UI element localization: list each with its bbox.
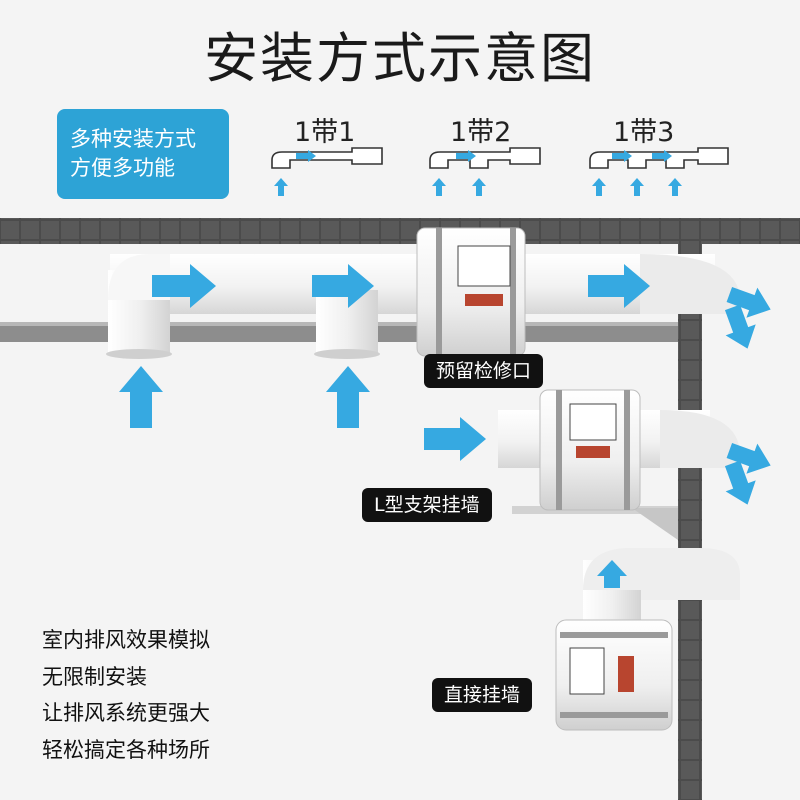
feature-badge: 多种安装方式 方便多功能	[57, 109, 229, 199]
config-label-1to3: 1带3	[613, 117, 675, 148]
mid-duct-elbow	[660, 410, 740, 468]
note-line-4: 轻松搞定各种场所	[42, 737, 210, 762]
l-bracket-tag: L型支架挂墙	[362, 488, 492, 522]
direct-wall-tag: 直接挂墙	[432, 678, 533, 712]
config-diagram-1to1	[271, 147, 383, 169]
note-line-3: 让排风系统更强大	[42, 701, 210, 725]
note-line-1: 室内排风效果模拟	[42, 628, 210, 652]
outlet-arrow-4	[724, 460, 756, 505]
feature-notes: 室内排风效果模拟 无限制安装 让排风系统更强大 轻松搞定各种场所	[42, 622, 210, 768]
l-bracket-brace	[632, 508, 678, 540]
flow-arrow-right-4	[424, 417, 486, 461]
low-duct-elbow	[583, 548, 740, 600]
config-1to2-arrow-up-b	[472, 178, 486, 196]
config-1to2-arrow-up-a	[432, 178, 446, 196]
flow-arrow-right-1	[152, 264, 216, 308]
ceiling-beam	[0, 218, 800, 244]
duct-elbow-right	[640, 254, 740, 314]
wall-column	[678, 244, 702, 800]
config-label-1to2: 1带2	[450, 117, 512, 148]
config-1to2-arrow-right	[456, 150, 476, 162]
config-diagram-1to2	[429, 147, 541, 169]
duct-riser-mid	[316, 290, 378, 354]
outlet-arrow-1	[726, 286, 771, 318]
config-1to3-arrow-right-b	[652, 150, 672, 162]
config-1to1-arrow-right	[296, 150, 316, 162]
badge-line-1: 多种安装方式	[70, 127, 196, 151]
outlet-arrow-3	[726, 442, 771, 474]
inline-fan-top	[416, 227, 526, 357]
duct-inlet-left	[106, 349, 172, 359]
flow-arrow-right-2	[312, 264, 374, 308]
note-line-2: 无限制安装	[42, 664, 147, 689]
page-title: 安装方式示意图	[204, 27, 596, 90]
duct-inlet-mid	[314, 349, 380, 359]
outlet-arrow-2	[724, 304, 756, 349]
config-1to3-arrow-up-b	[630, 178, 644, 196]
config-1to3-arrow-up-a	[592, 178, 606, 196]
config-1to3-arrow-up-c	[668, 178, 682, 196]
flow-arrow-up-1	[119, 366, 163, 428]
config-1to1-arrow-up	[274, 178, 288, 196]
flow-arrow-up-3	[597, 560, 627, 588]
config-label-1to1: 1带1	[294, 117, 356, 148]
inline-fan-mid	[539, 389, 641, 511]
inline-fan-low	[555, 619, 673, 731]
flow-arrow-up-2	[326, 366, 370, 428]
flow-arrow-right-3	[588, 264, 650, 308]
config-1to3-arrow-right-a	[612, 150, 632, 162]
service-port-tag: 预留检修口	[424, 354, 544, 388]
badge-line-2: 方便多功能	[70, 156, 175, 180]
